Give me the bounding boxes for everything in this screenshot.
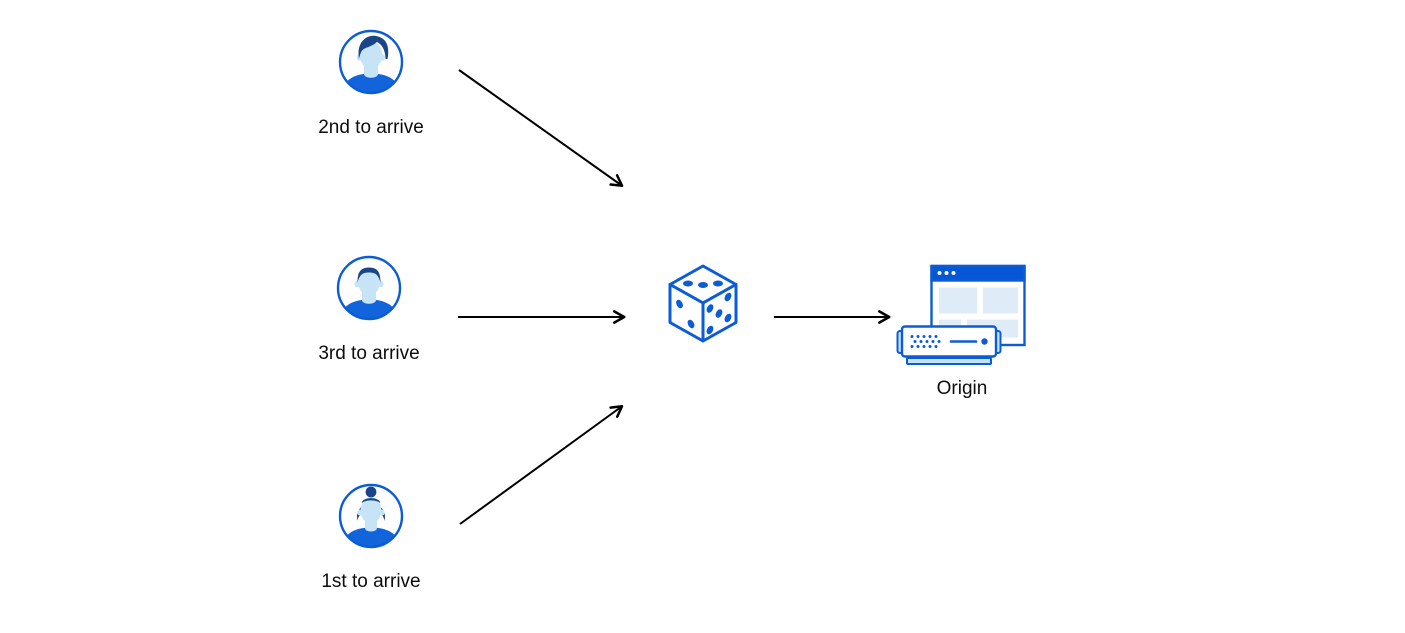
client-label: 3rd to arrive [318, 343, 420, 364]
man-short-hair-avatar-icon [335, 254, 403, 322]
dice-icon [663, 261, 743, 349]
origin-node: Origin [896, 262, 1028, 400]
man-swept-hair-avatar-icon [337, 28, 405, 96]
client-3rd-to-arrive: 3rd to arrive [284, 254, 454, 365]
woman-bun-avatar-icon [337, 482, 405, 550]
origin-server-icon [896, 262, 1028, 366]
server-icon [896, 325, 1002, 365]
origin-label: Origin [936, 378, 988, 399]
dice-node [663, 261, 743, 349]
client-2nd-to-arrive: 2nd to arrive [286, 28, 456, 139]
arrow-1st-to-dice [459, 405, 624, 525]
arrow-2nd-to-dice [458, 69, 624, 187]
client-1st-to-arrive: 1st to arrive [286, 482, 456, 593]
client-label: 1st to arrive [321, 571, 421, 592]
client-label: 2nd to arrive [318, 117, 424, 138]
